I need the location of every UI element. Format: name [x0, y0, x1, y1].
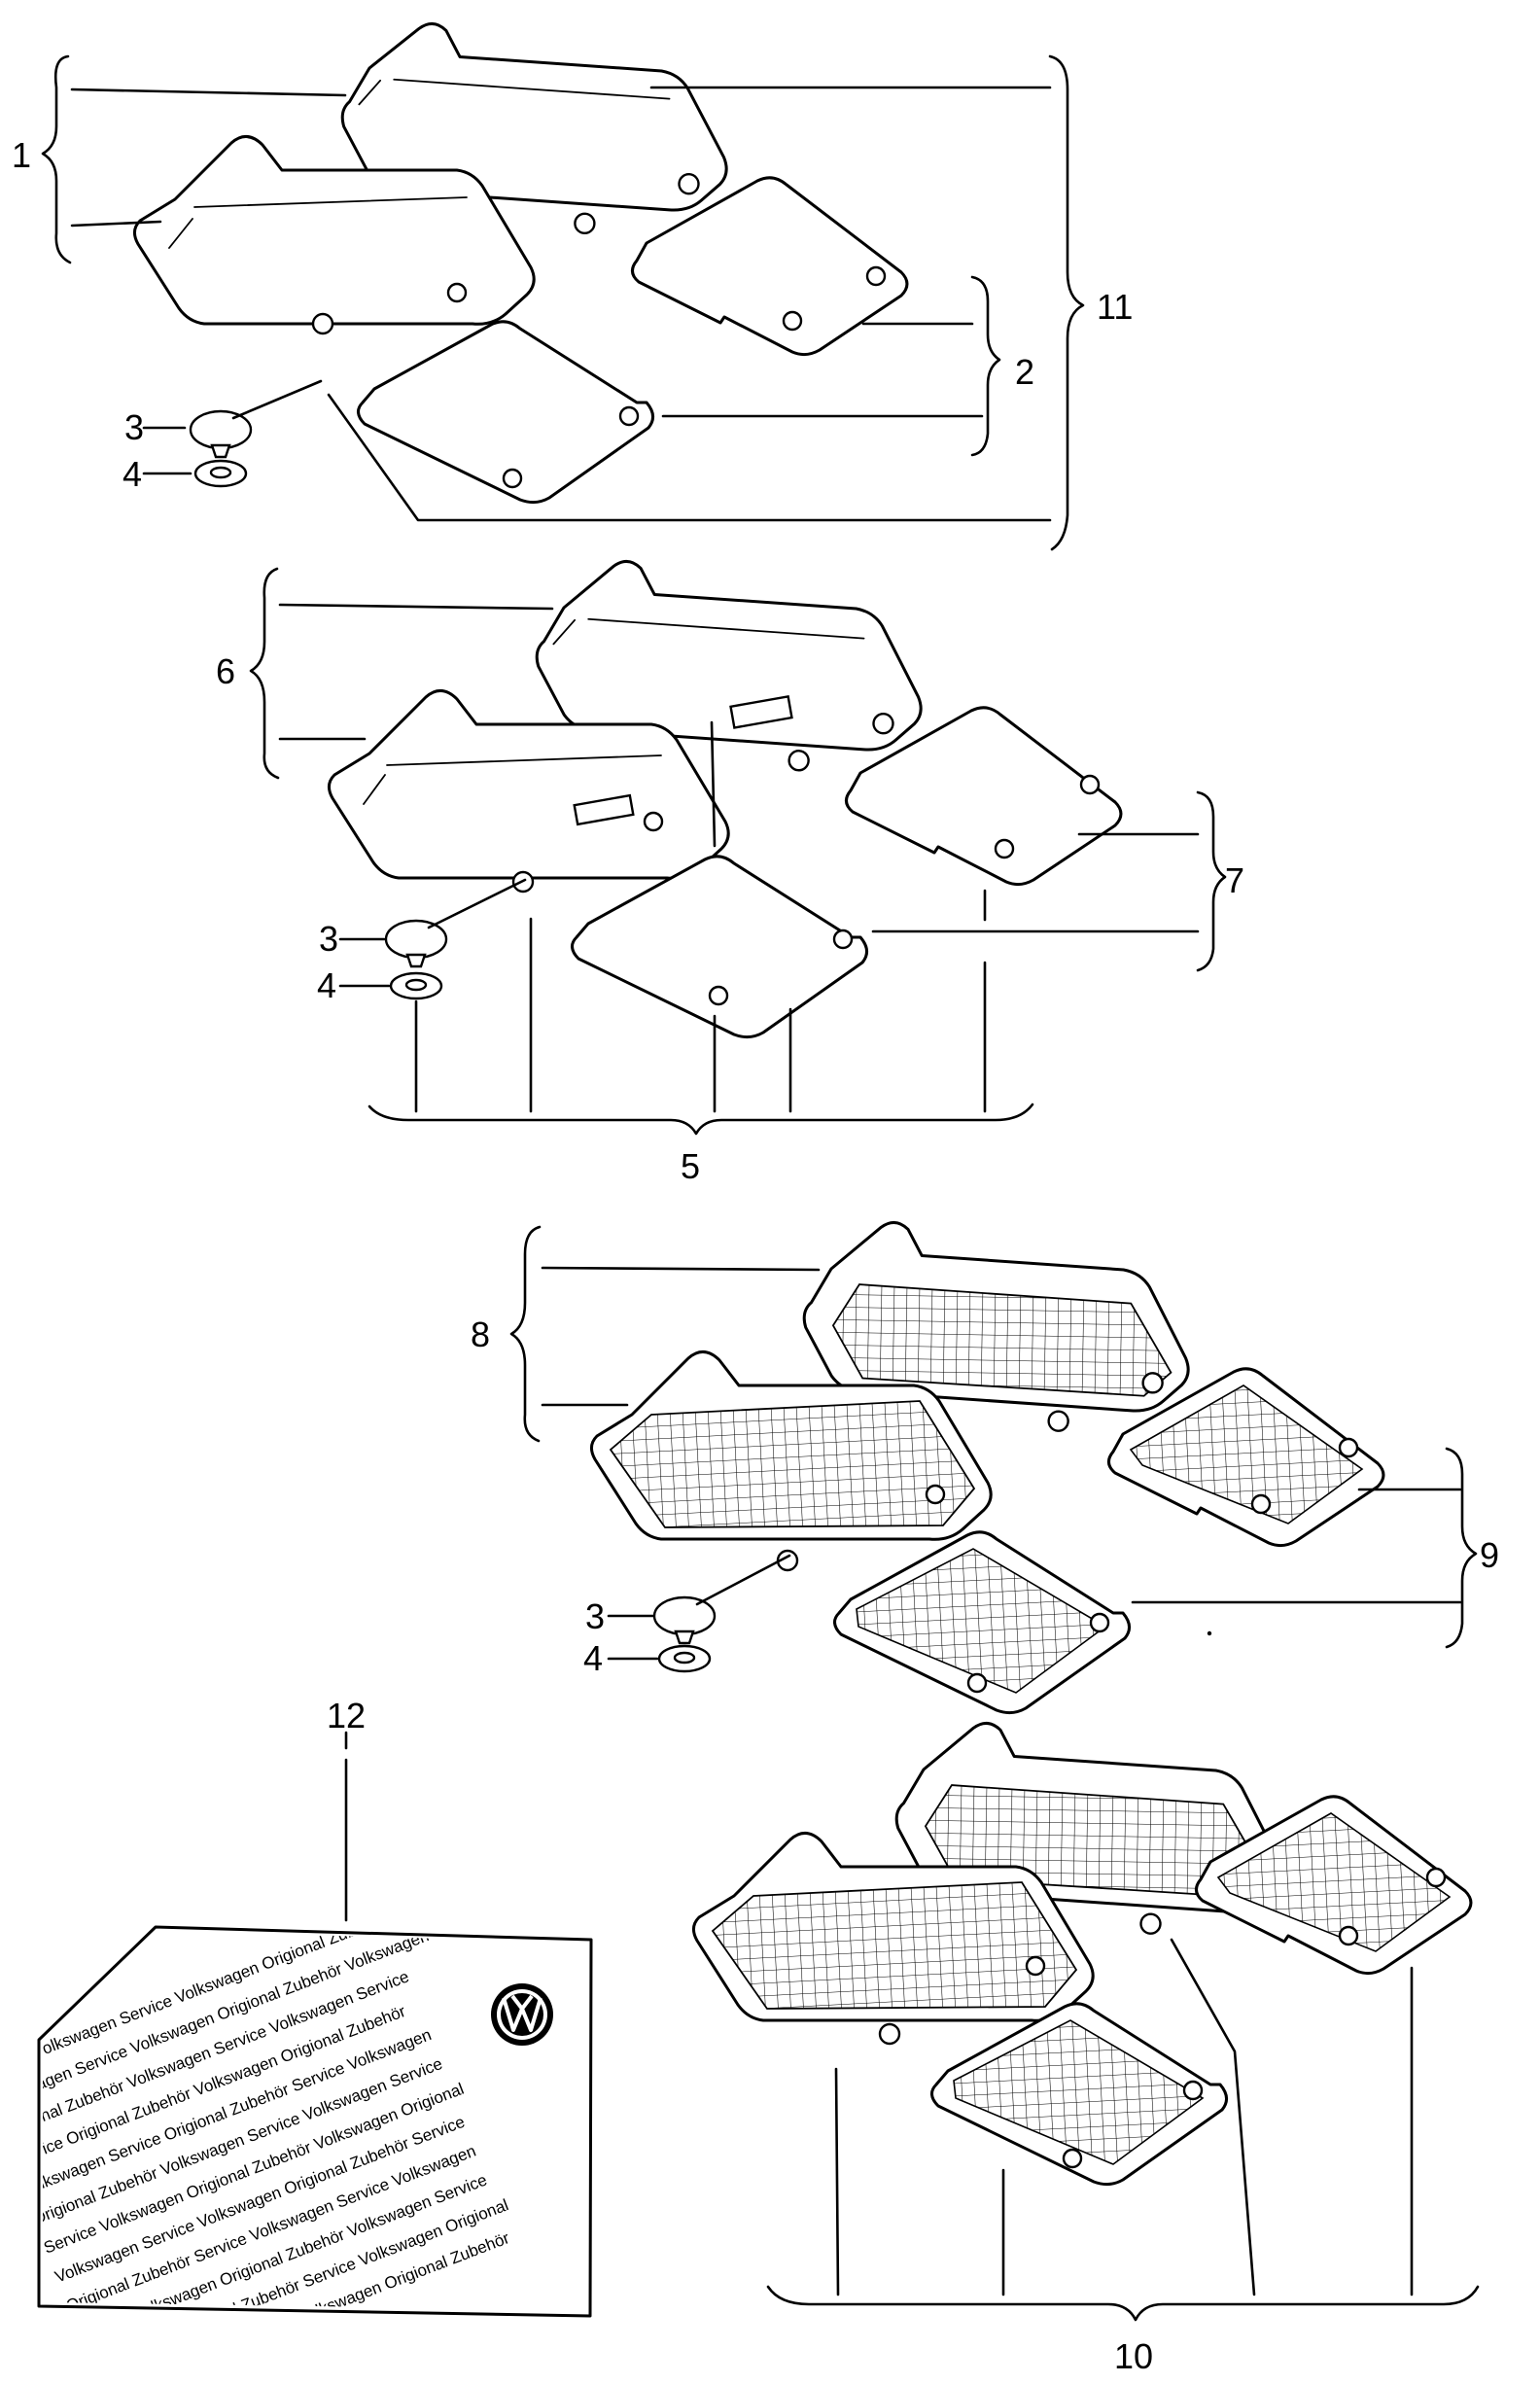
clip-cap-icon [189, 409, 253, 450]
callout-4: 4 [317, 965, 336, 1005]
callout-8: 8 [471, 1314, 490, 1354]
callout-2: 2 [1015, 352, 1034, 392]
callout-3: 3 [319, 919, 338, 959]
callout-9: 9 [1480, 1535, 1499, 1575]
vw-logo-icon [491, 1983, 553, 2046]
mat-group-lower [509, 1220, 1478, 1715]
callout-1: 1 [12, 135, 31, 175]
callout-11: 11 [1097, 287, 1133, 327]
callout-4: 4 [122, 454, 142, 494]
sticker-12: Service Volkswagen Service Volkswagen Or… [37, 1731, 593, 2318]
mat-group-top [41, 21, 1085, 551]
callout-5: 5 [681, 1146, 700, 1186]
mat-group-middle [249, 559, 1227, 1136]
callout-4: 4 [583, 1638, 603, 1678]
callout-3: 3 [585, 1596, 605, 1636]
callout-7: 7 [1225, 860, 1244, 900]
callout-6: 6 [216, 651, 235, 691]
mat-group-bottom [692, 1721, 1480, 2322]
callout-3: 3 [124, 407, 144, 447]
callout-12: 12 [327, 1696, 366, 1735]
callout-10: 10 [1114, 2336, 1153, 2376]
